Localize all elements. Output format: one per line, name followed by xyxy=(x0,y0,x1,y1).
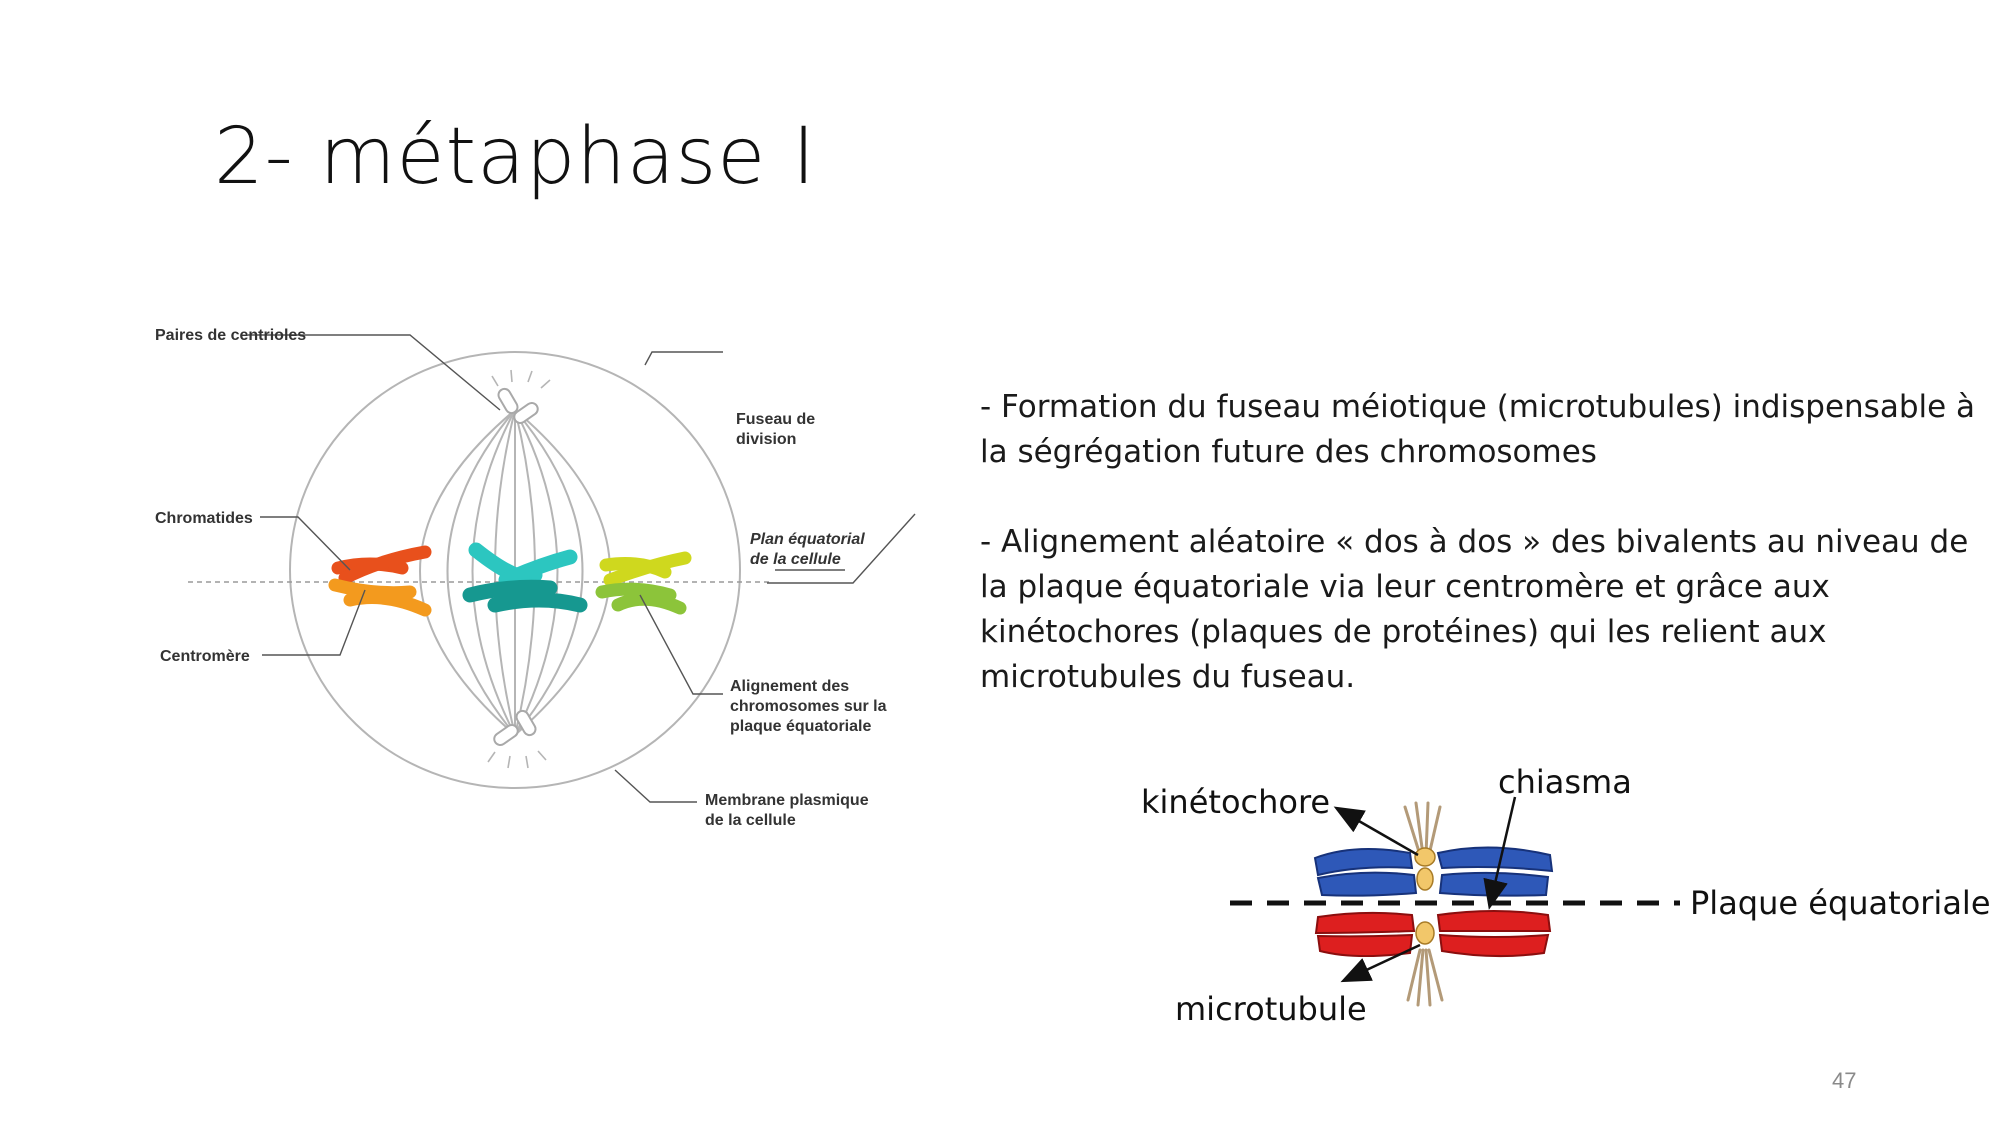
bivalent-yellow-green xyxy=(595,551,692,615)
aster-rays xyxy=(487,369,551,769)
label-equatorial-plate: Plaque équatoriale xyxy=(1690,884,1991,922)
label-chiasma: chiasma xyxy=(1498,763,1632,801)
label-chromatids: Chromatides xyxy=(155,510,253,527)
kinetochore-bottom xyxy=(1415,921,1435,945)
microtubule-fibers-bottom xyxy=(1406,948,1444,1007)
slide-title: 2- métaphase I xyxy=(214,112,817,202)
spindle-fibers xyxy=(419,409,611,736)
label-membrane-2: de la cellule xyxy=(705,812,796,829)
homolog-bottom-red xyxy=(1314,910,1552,958)
bivalent-cyan xyxy=(462,542,588,613)
bivalent-orange xyxy=(328,545,432,617)
microtubule-fibers-top xyxy=(1403,801,1442,857)
annotation-arrows xyxy=(1333,796,1517,983)
bivalent-diagram: kinétochore chiasma Plaque équatoriale m… xyxy=(1141,763,1991,1028)
label-microtubule: microtubule xyxy=(1175,990,1367,1028)
label-plane-2: de la cellule xyxy=(750,551,841,568)
label-membrane-1: Membrane plasmique xyxy=(705,792,869,809)
label-spindle-2: division xyxy=(736,431,796,448)
label-centromere: Centromère xyxy=(160,648,250,665)
label-kinetochore: kinétochore xyxy=(1141,783,1330,821)
slide-number: 47 xyxy=(1832,1068,1857,1093)
label-spindle-1: Fuseau de xyxy=(736,411,815,428)
label-leaders xyxy=(248,334,916,803)
bullet-bivalent-alignment: - Alignement aléatoire « dos à dos » des… xyxy=(980,524,1969,695)
cell-diagram: Paires de centrioles Fuseau de division … xyxy=(155,327,916,829)
bullet-list: - Formation du fuseau méiotique (microtu… xyxy=(980,385,1990,745)
kinetochore-top xyxy=(1414,847,1436,891)
homolog-top-blue xyxy=(1313,846,1554,897)
label-alignment-1: Alignement des xyxy=(730,678,849,695)
top-centriole-pair xyxy=(497,387,539,425)
bottom-centriole-pair xyxy=(493,709,537,747)
bullet-spindle-formation: - Formation du fuseau méiotique (microtu… xyxy=(980,389,1976,470)
label-alignment-2: chromosomes sur la xyxy=(730,698,887,715)
cell-membrane xyxy=(289,351,741,789)
label-centrioles: Paires de centrioles xyxy=(155,327,306,344)
label-alignment-3: plaque équatoriale xyxy=(730,718,871,735)
label-plane-1: Plan équatorial xyxy=(750,531,865,548)
